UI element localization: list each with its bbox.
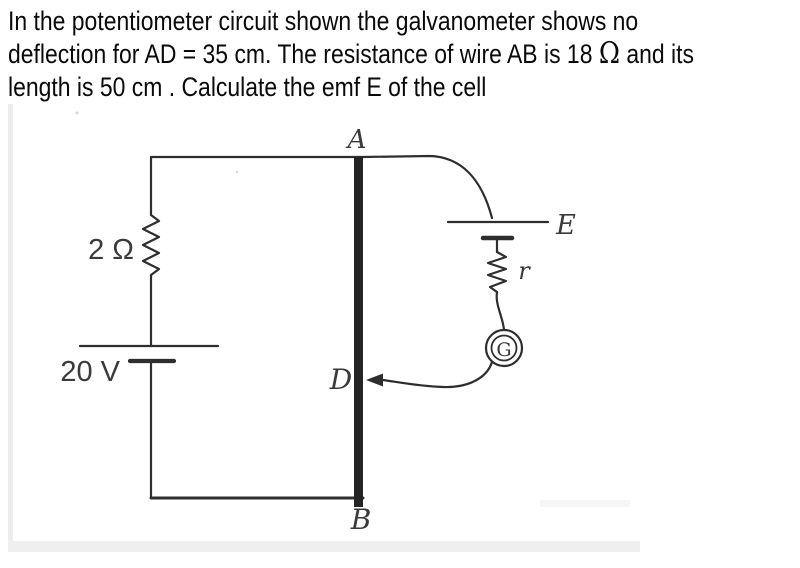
jockey-arrowhead bbox=[366, 373, 383, 387]
question-line-3-text: length is 50 cm . Calculate the emf E of… bbox=[8, 72, 487, 102]
galvanometer-inner-circle bbox=[490, 334, 518, 362]
label-galvanometer: G bbox=[496, 339, 511, 361]
question-line-1-text: In the potentiometer circuit shown the g… bbox=[8, 6, 639, 36]
question-text: In the potentiometer circuit shown the g… bbox=[8, 5, 800, 104]
label-node-b: B bbox=[350, 503, 372, 536]
galvanometer-outer-circle bbox=[484, 328, 524, 368]
wire-a-to-cell bbox=[360, 154, 494, 220]
scan-left-edge bbox=[8, 104, 13, 552]
label-driver-battery: 20 V bbox=[60, 356, 120, 388]
potentiometer-wire-ab bbox=[354, 157, 363, 507]
wire-galvanometer-to-jockey bbox=[381, 360, 494, 389]
label-internal-resistance: r bbox=[518, 257, 531, 285]
wire-r-to-galvanometer bbox=[495, 290, 506, 332]
label-series-resistor: 2 Ω bbox=[88, 234, 134, 266]
resistor-r bbox=[486, 250, 508, 294]
question-line-2-pre: deflection for AD = 35 cm. The resistanc… bbox=[8, 39, 599, 69]
omega-symbol: Ω bbox=[598, 36, 620, 71]
scan-bottom-edge bbox=[8, 541, 640, 552]
scan-speck bbox=[75, 111, 79, 115]
label-node-d: D bbox=[329, 363, 352, 396]
label-node-a: A bbox=[346, 125, 367, 155]
resistor-2ohm bbox=[141, 213, 161, 285]
label-cell-emf: E bbox=[555, 210, 576, 241]
question-line-2-post: and its bbox=[619, 39, 694, 69]
scan-smudge bbox=[540, 500, 630, 507]
question-line-2: deflection for AD = 35 cm. The resistanc… bbox=[8, 36, 694, 71]
scan-speck bbox=[235, 170, 239, 174]
question-line-3: length is 50 cm . Calculate the emf E of… bbox=[8, 71, 681, 104]
question-line-1: In the potentiometer circuit shown the g… bbox=[8, 5, 681, 38]
